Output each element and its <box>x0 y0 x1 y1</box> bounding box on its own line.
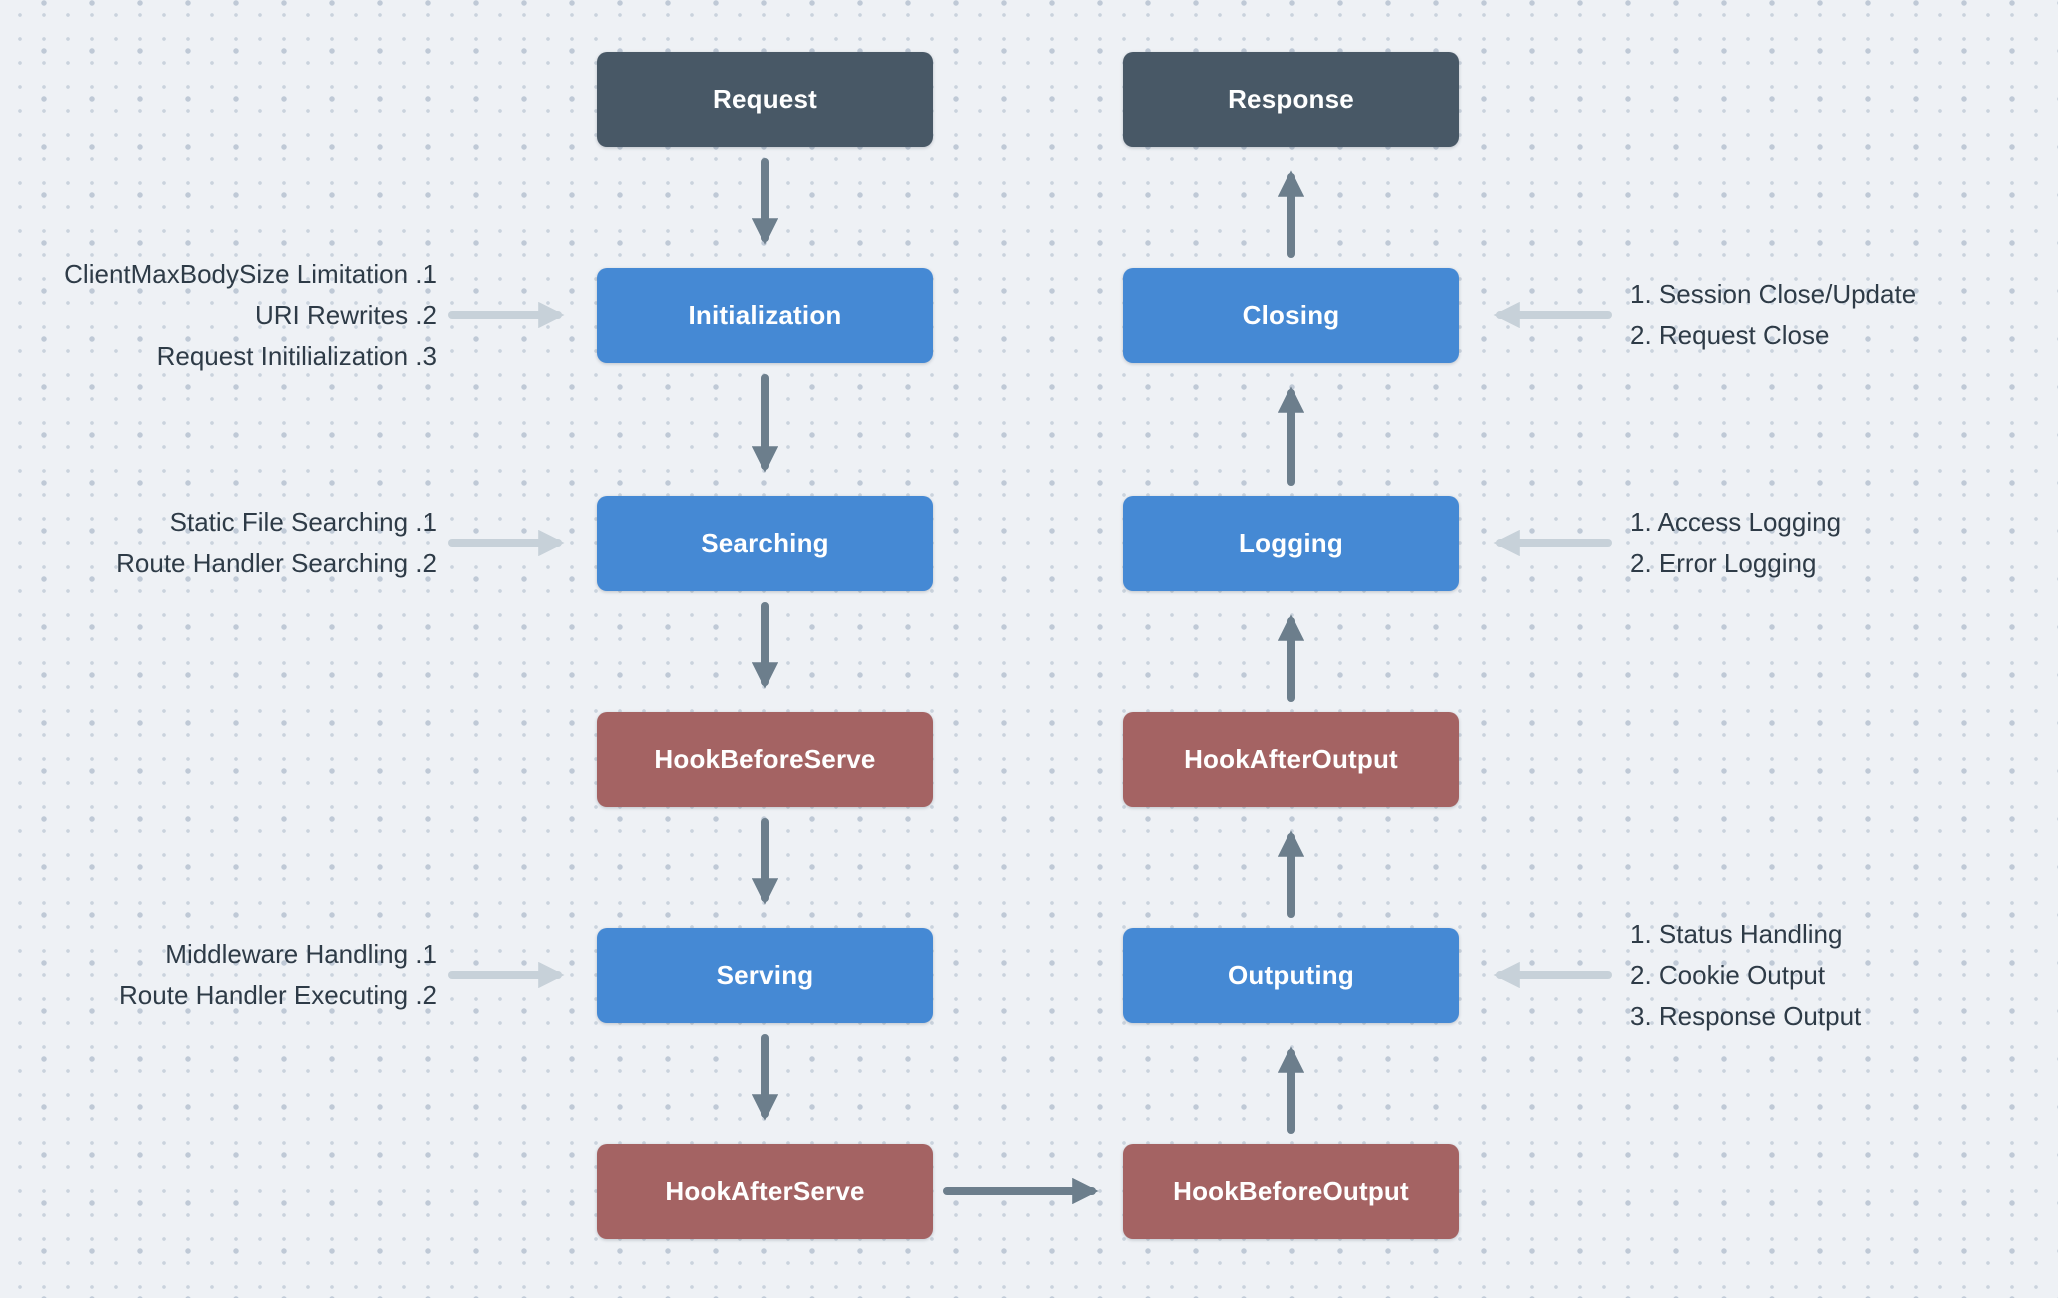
node-outputing: Outputing <box>1123 928 1459 1023</box>
annotation-line: URI Rewrites .2 <box>254 300 437 330</box>
annotation-initialization: ClientMaxBodySize Limitation .1 URI Rewr… <box>14 254 437 377</box>
annotation-searching: Static File Searching .1 Route Handler S… <box>14 502 437 584</box>
node-hook-after-output: HookAfterOutput <box>1123 712 1459 807</box>
annotation-line: 1. Session Close/Update <box>1630 279 1917 309</box>
annotation-line: Static File Searching .1 <box>169 507 437 537</box>
annotation-closing: 1. Session Close/Update 2. Request Close <box>1630 274 1916 356</box>
node-logging: Logging <box>1123 496 1459 591</box>
annotation-line: Route Handler Searching .2 <box>116 548 437 578</box>
node-serving: Serving <box>597 928 933 1023</box>
annotation-serving: Middleware Handling .1 Route Handler Exe… <box>14 934 437 1016</box>
node-request: Request <box>597 52 933 147</box>
annotation-line: ClientMaxBodySize Limitation .1 <box>64 259 437 289</box>
node-initialization: Initialization <box>597 268 933 363</box>
annotation-line: 1. Access Logging <box>1630 507 1842 537</box>
node-hook-before-output: HookBeforeOutput <box>1123 1144 1459 1239</box>
annotation-line: 2. Error Logging <box>1630 548 1817 578</box>
annotation-outputing: 1. Status Handling 2. Cookie Output 3. R… <box>1630 914 1861 1037</box>
annotation-line: 2. Request Close <box>1630 320 1830 350</box>
node-searching: Searching <box>597 496 933 591</box>
annotation-logging: 1. Access Logging 2. Error Logging <box>1630 502 1841 584</box>
annotation-line: 1. Status Handling <box>1630 919 1843 949</box>
node-response: Response <box>1123 52 1459 147</box>
node-hook-after-serve: HookAfterServe <box>597 1144 933 1239</box>
annotation-line: 3. Response Output <box>1630 1001 1862 1031</box>
annotation-line: Middleware Handling .1 <box>165 939 437 969</box>
annotation-line: Request Initilialization .3 <box>156 341 437 371</box>
annotation-line: 2. Cookie Output <box>1630 960 1826 990</box>
node-hook-before-serve: HookBeforeServe <box>597 712 933 807</box>
annotation-line: Route Handler Executing .2 <box>119 980 437 1010</box>
node-closing: Closing <box>1123 268 1459 363</box>
